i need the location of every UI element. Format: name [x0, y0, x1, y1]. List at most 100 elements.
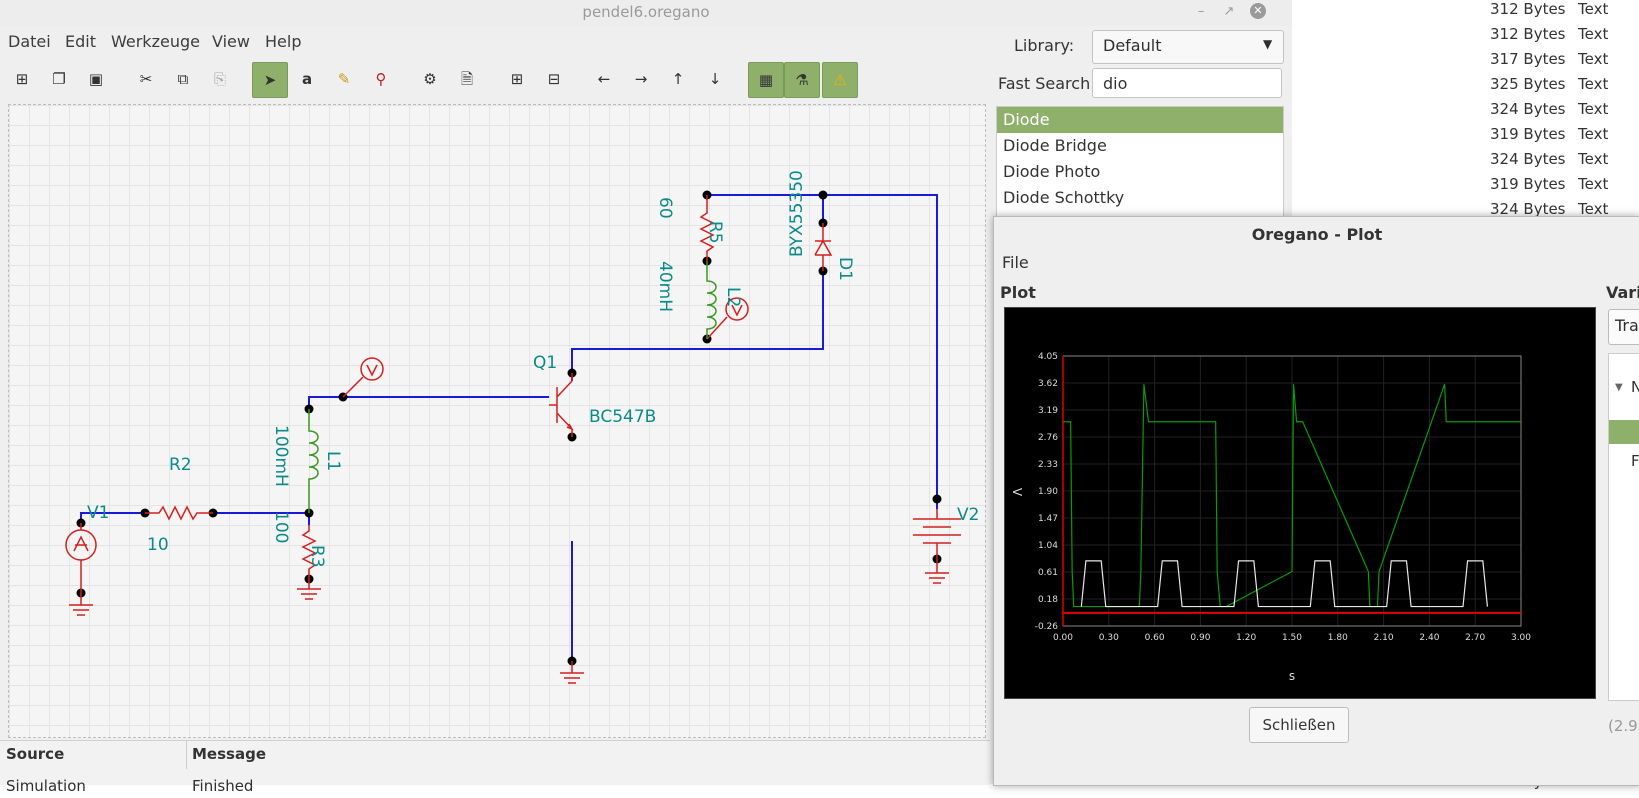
label-l1-value: 100mH [271, 425, 291, 487]
title-bar: pendel6.oregano – ↗ ✕ [0, 0, 1292, 26]
library-selected: Default [1103, 36, 1162, 55]
plot-menu-file[interactable]: File [1002, 253, 1029, 272]
minimize-icon[interactable]: – [1197, 4, 1205, 19]
y-tick-label: 1.47 [1038, 514, 1058, 524]
label-q1: Q1 [533, 353, 558, 373]
text-tool-icon[interactable]: a [301, 70, 313, 88]
wires [80, 194, 938, 661]
menu-bar: Datei Edit Werkzeuge View Help [0, 28, 990, 56]
inductors [308, 261, 717, 513]
tree-item-f[interactable]: F [1631, 452, 1639, 470]
close-window-icon[interactable]: ✕ [1250, 3, 1266, 19]
paste-icon[interactable]: ⎘ [213, 70, 226, 88]
menu-help[interactable]: Help [265, 32, 302, 51]
y-axis-label: V [1010, 488, 1024, 497]
tree-expander-icon[interactable]: ▼ [1615, 382, 1623, 393]
menu-werkzeuge[interactable]: Werkzeuge [111, 32, 200, 51]
close-button[interactable]: Schließen [1249, 707, 1349, 743]
x-tick-label: 1.50 [1282, 633, 1302, 643]
part-item-diode[interactable]: Diode [997, 107, 1283, 133]
zoom-out-icon[interactable]: ⊟ [547, 70, 561, 88]
arrow-up-icon[interactable]: ↑ [671, 70, 685, 88]
x-tick-label: 2.40 [1419, 633, 1439, 643]
part-item-diode-photo[interactable]: Diode Photo [1003, 162, 1101, 181]
plot-section-label: Plot [1000, 283, 1036, 302]
part-item-diode-bridge[interactable]: Diode Bridge [1003, 136, 1107, 155]
plot-window-title: Oregano - Plot [1251, 225, 1383, 244]
label-v1: V1 [87, 503, 110, 523]
label-d1: D1 [835, 257, 855, 281]
tree-item-n[interactable]: N [1631, 378, 1639, 396]
file-size: 325 Bytes [1490, 75, 1566, 93]
save-icon[interactable]: ▣ [88, 70, 104, 88]
file-size: 319 Bytes [1490, 125, 1566, 143]
library-select[interactable]: Default ▼ [1092, 30, 1284, 64]
cut-icon[interactable]: ✂ [139, 70, 153, 88]
part-item-diode-schottky[interactable]: Diode Schottky [1003, 188, 1125, 207]
y-tick-label: 3.62 [1038, 379, 1058, 389]
new-icon[interactable]: ⊞ [15, 70, 29, 88]
menu-datei[interactable]: Datei [8, 32, 51, 51]
variables-label: Vari [1606, 283, 1639, 302]
zoom-in-icon[interactable]: ⊞ [510, 70, 524, 88]
col-source[interactable]: Source [6, 745, 65, 763]
warning-icon[interactable]: ⚠ [822, 62, 858, 98]
maximize-icon[interactable]: ↗ [1223, 4, 1235, 19]
new-window-icon[interactable]: ❐ [52, 70, 66, 88]
fast-search-input[interactable] [1092, 68, 1282, 98]
netlist-icon[interactable]: 🗎 [460, 70, 474, 88]
copy-icon[interactable]: ⧉ [177, 70, 189, 88]
arrow-left-icon[interactable]: ← [597, 70, 611, 88]
menu-edit[interactable]: Edit [65, 32, 96, 51]
grid-icon[interactable]: ▦ [748, 62, 784, 98]
arrow-down-icon[interactable]: ↓ [708, 70, 722, 88]
y-tick-label: 4.05 [1038, 352, 1058, 362]
components [65, 195, 961, 684]
variable-type-value: Tra [1615, 316, 1639, 335]
file-row[interactable]: 324 Bytes Text [1290, 100, 1639, 126]
select-arrow-icon[interactable]: ➤ [252, 62, 288, 98]
file-size: 324 Bytes [1490, 150, 1566, 168]
label-d1-value: BYX55350 [787, 170, 807, 257]
y-tick-label: -0.26 [1035, 622, 1059, 632]
file-type: Text [1578, 150, 1609, 168]
file-type: Text [1578, 100, 1609, 118]
part-list: Diode Diode Bridge Diode Photo Diode Sch… [996, 106, 1284, 236]
settings-icon[interactable]: ⚙ [423, 70, 437, 88]
coordinate-readout: (2.9 [1608, 717, 1638, 735]
x-tick-label: 0.60 [1145, 633, 1165, 643]
file-type: Text [1578, 0, 1609, 18]
probe-tool-icon[interactable]: ⚲ [375, 70, 387, 88]
chevron-down-icon: ▼ [1263, 37, 1273, 51]
file-row[interactable]: 312 Bytes Text [1290, 0, 1639, 26]
menu-view[interactable]: View [212, 32, 250, 51]
file-size: 312 Bytes [1490, 0, 1566, 18]
y-tick-label: 0.61 [1038, 568, 1058, 578]
y-tick-label: 0.18 [1038, 595, 1058, 605]
x-tick-label: 3.00 [1511, 633, 1531, 643]
wire-pencil-icon[interactable]: ✎ [337, 70, 351, 88]
tree-item-selected[interactable] [1609, 420, 1639, 444]
schematic-canvas[interactable]: V1 R2 10 R3 100 L1 100mH Q1 BC547B R5 60… [8, 104, 986, 738]
label-r5: R5 [705, 221, 725, 244]
simulate-icon[interactable]: ⚗ [784, 62, 820, 98]
row-message: Finished [192, 777, 254, 795]
arrow-right-icon[interactable]: → [634, 70, 648, 88]
schematic-drawing [65, 190, 961, 684]
fast-search-label: Fast Search: [998, 74, 1096, 93]
file-row[interactable]: 324 Bytes Text [1290, 150, 1639, 176]
x-tick-label: 0.90 [1190, 633, 1210, 643]
col-message[interactable]: Message [192, 745, 266, 763]
label-r2: R2 [169, 455, 192, 475]
variable-type-select[interactable]: Tra [1608, 309, 1639, 345]
file-size: 324 Bytes [1490, 100, 1566, 118]
file-size: 319 Bytes [1490, 175, 1566, 193]
